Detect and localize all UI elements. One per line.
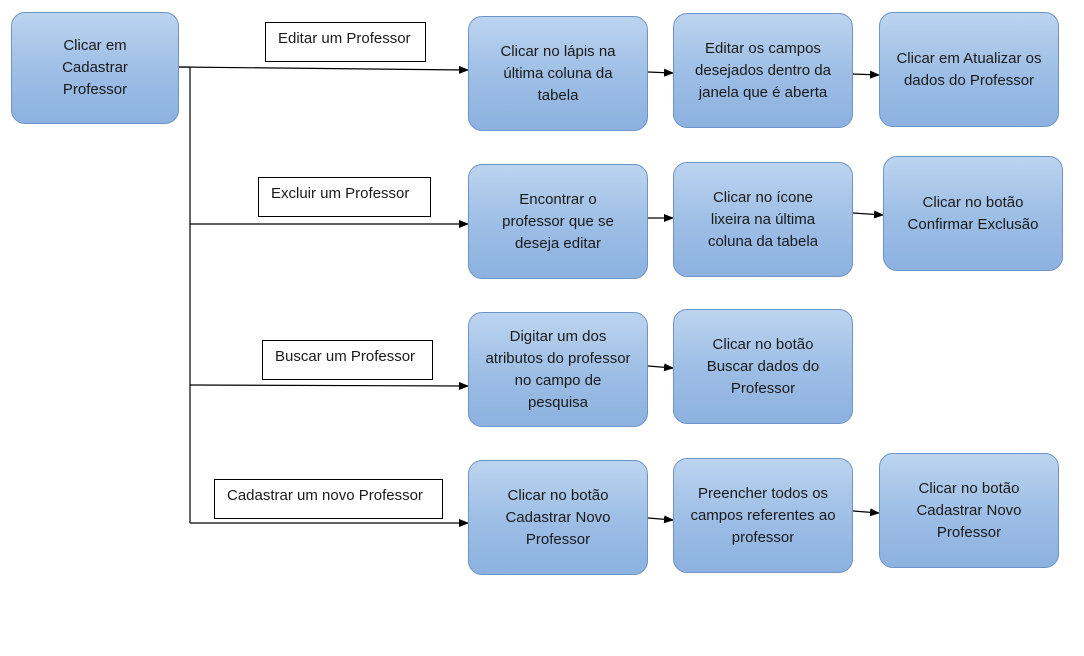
- editar-step-2: Editar os campos desejados dentro da jan…: [673, 13, 853, 128]
- branch-label-editar: Editar um Professor: [265, 22, 426, 62]
- arrow-excluir-2-3: [852, 210, 884, 219]
- cadastrar-step-1: Clicar no botão Cadastrar Novo Professor: [468, 460, 648, 575]
- arrow-buscar-1-2: [647, 363, 674, 372]
- arrow-to-editar-step-1: [177, 65, 469, 74]
- buscar-step-2: Clicar no botão Buscar dados do Professo…: [673, 309, 853, 424]
- arrow-to-buscar-step-1: [189, 381, 469, 390]
- excluir-step-1: Encontrar o professor que se deseja edit…: [468, 164, 648, 279]
- editar-step-1: Clicar no lápis na última coluna da tabe…: [468, 16, 648, 131]
- excluir-step-2: Clicar no ícone lixeira na última coluna…: [673, 162, 853, 277]
- start-node: Clicar em Cadastrar Professor: [11, 12, 179, 124]
- branch-label-cadastrar: Cadastrar um novo Professor: [214, 479, 443, 519]
- start-node-text: Clicar em Cadastrar Professor: [62, 37, 128, 98]
- excluir-step-3: Clicar no botão Confirmar Exclusão: [883, 156, 1063, 271]
- editar-step-3: Clicar em Atualizar os dados do Professo…: [879, 12, 1059, 127]
- cadastrar-step-3: Clicar no botão Cadastrar Novo Professor: [879, 453, 1059, 568]
- cadastrar-step-2: Preencher todos os campos referentes ao …: [673, 458, 853, 573]
- arrow-cadastrar-2-3: [852, 508, 880, 517]
- arrow-editar-1-2: [647, 68, 674, 77]
- branch-label-buscar: Buscar um Professor: [262, 340, 433, 380]
- arrow-editar-2-3: [852, 70, 880, 79]
- buscar-step-1: Digitar um dos atributos do professor no…: [468, 312, 648, 427]
- branch-label-excluir: Excluir um Professor: [258, 177, 431, 217]
- arrow-cadastrar-1-2: [647, 515, 674, 524]
